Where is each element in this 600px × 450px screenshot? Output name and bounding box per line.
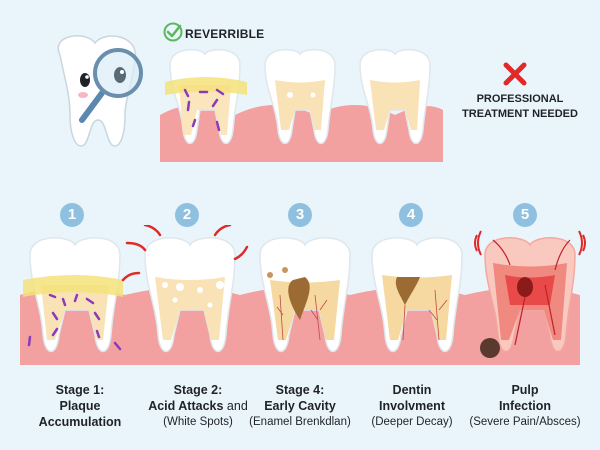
professional-line1: PROFESSIONAL	[476, 93, 564, 105]
stage-2-title1: Stage 2:	[173, 383, 223, 397]
stage-3-title2: Early Cavity	[264, 399, 336, 413]
stage-label-3: Stage 4: Early Cavity (Enamel Brenkdlan)	[240, 382, 360, 430]
stage-1-title3: Accumulation	[38, 415, 122, 429]
stage-label-5: Pulp Infection (Severe Pain/Absces)	[465, 382, 585, 430]
stage-2-title2-suffix: and	[223, 399, 248, 413]
stage-badge-2: 2	[175, 203, 199, 227]
tooth-stage-3	[259, 237, 351, 353]
top-tooth-plaque	[165, 49, 247, 145]
x-mark-icon	[503, 62, 527, 86]
professional-line2: TREATMENT NEEDED	[462, 108, 578, 120]
tooth-stage-4	[371, 237, 463, 353]
stage-label-2: Stage 2: Acid Attacks and (White Spots)	[128, 382, 268, 430]
stage-4-title1: Dentin	[392, 383, 432, 397]
tooth-stage-1	[23, 237, 123, 353]
stage-2-subtitle: (White Spots)	[163, 416, 233, 428]
stage-badge-1: 1	[60, 203, 84, 227]
stage-label-1: Stage 1: Plaque Accumulation	[20, 382, 140, 430]
stage-3-subtitle: (Enamel Brenkdlan)	[249, 416, 351, 428]
check-circle-icon	[163, 22, 183, 42]
stage-5-title1: Pulp	[511, 383, 539, 397]
top-tooth-healthy	[359, 49, 431, 145]
professional-treatment-label: PROFESSIONAL TREATMENT NEEDED	[455, 92, 585, 122]
tooth-stage-2	[121, 225, 249, 353]
reversible-label: REVERRIBLE	[185, 27, 265, 41]
stage-5-subtitle: (Severe Pain/Absces)	[469, 416, 581, 428]
stage-badge-4: 4	[399, 203, 423, 227]
stage-badge-5: 5	[513, 203, 537, 227]
stage-label-4: Dentin Involvment (Deeper Decay)	[352, 382, 472, 430]
stages-teeth-illustration	[20, 225, 586, 365]
stage-4-title2: Involvment	[379, 399, 445, 413]
tooth-stage-5	[474, 230, 586, 358]
top-teeth-illustration	[160, 49, 443, 162]
stage-3-title1: Stage 4:	[275, 383, 325, 397]
stage-4-subtitle: (Deeper Decay)	[371, 416, 453, 428]
stage-2-title2: Acid Attacks	[148, 399, 224, 413]
mascot-tooth-icon	[57, 35, 143, 147]
stage-5-title2: Infection	[498, 399, 552, 413]
stage-1-title2: Plaque	[59, 399, 101, 413]
stage-badge-3: 3	[288, 203, 312, 227]
stage-1-title1: Stage 1:	[55, 383, 105, 397]
top-tooth-white-spots	[264, 49, 336, 145]
